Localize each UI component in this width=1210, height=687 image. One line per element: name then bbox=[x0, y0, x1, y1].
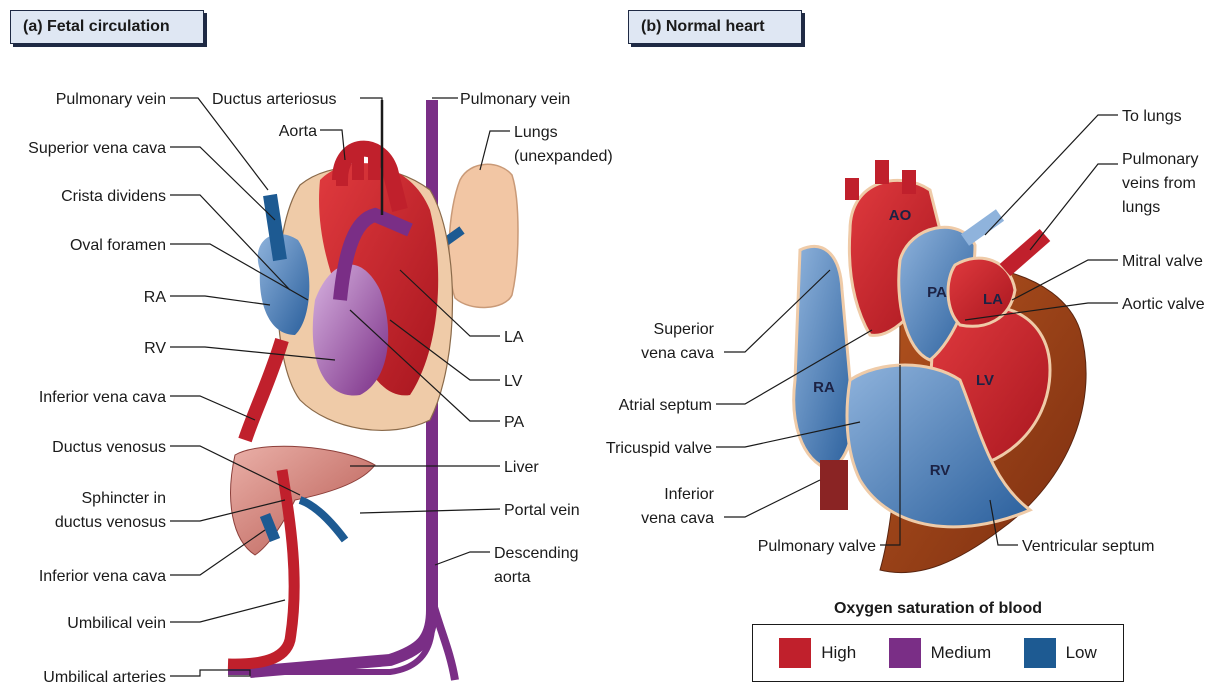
label-sphincter-line2: ductus venosus bbox=[55, 514, 166, 531]
pulmonary-to-lungs-tube bbox=[965, 215, 1000, 240]
label-inferior-vena-cava-upper: Inferior vena cava bbox=[39, 389, 166, 406]
inner-label-ao: AO bbox=[889, 207, 912, 224]
label-pulmonary-vein-left: Pulmonary vein bbox=[56, 91, 166, 108]
inner-label-rv: RV bbox=[930, 462, 951, 479]
legend-swatch-medium bbox=[889, 638, 921, 668]
label-mitral-valve: Mitral valve bbox=[1122, 253, 1203, 270]
label-ra-fetal: RA bbox=[144, 289, 167, 306]
inner-label-pa: PA bbox=[927, 284, 947, 301]
label-svc-line1: Superior bbox=[654, 321, 715, 338]
label-descending-line1: Descending bbox=[494, 545, 579, 562]
superior-vena-cava-vessel bbox=[270, 195, 280, 260]
label-to-lungs: To lungs bbox=[1122, 108, 1182, 125]
inferior-vena-cava-shape bbox=[820, 460, 848, 510]
label-lungs-line1: Lungs bbox=[514, 124, 558, 141]
label-umbilical-vein: Umbilical vein bbox=[67, 615, 166, 632]
inner-label-lv: LV bbox=[976, 372, 994, 389]
label-pa-fetal: PA bbox=[504, 414, 524, 431]
aorta-branch-3 bbox=[368, 150, 380, 180]
label-umbilical-arteries: Umbilical arteries bbox=[43, 669, 166, 686]
descending-aorta-branch bbox=[432, 600, 455, 680]
label-pv-line2: veins from bbox=[1122, 175, 1196, 192]
label-ivc-line2: vena cava bbox=[641, 510, 714, 527]
legend-label-medium: Medium bbox=[931, 643, 991, 663]
fetal-circulation-drawing bbox=[228, 100, 518, 680]
label-liver: Liver bbox=[504, 459, 539, 476]
inner-label-la: LA bbox=[983, 291, 1003, 308]
pulmonary-veins-tube bbox=[1005, 235, 1045, 270]
label-sphincter-line1: Sphincter in bbox=[82, 490, 167, 507]
aorta-branch-a bbox=[845, 178, 859, 200]
legend-label-high: High bbox=[821, 643, 856, 663]
label-atrial-septum: Atrial septum bbox=[619, 397, 712, 414]
legend-item-high: High bbox=[779, 638, 856, 668]
aorta-branch-c bbox=[902, 170, 916, 194]
label-portal-vein: Portal vein bbox=[504, 502, 580, 519]
legend-label-low: Low bbox=[1066, 643, 1097, 663]
aorta-branch-1 bbox=[336, 160, 348, 186]
label-rv-fetal: RV bbox=[144, 340, 166, 357]
label-aorta: Aorta bbox=[279, 123, 317, 140]
label-lv-fetal: LV bbox=[504, 373, 523, 390]
normal-heart-drawing bbox=[794, 160, 1086, 573]
portal-vein-vessel bbox=[300, 500, 345, 540]
label-pv-line1: Pulmonary bbox=[1122, 151, 1198, 168]
label-inferior-vena-cava-lower: Inferior vena cava bbox=[39, 568, 166, 585]
label-svc-line2: vena cava bbox=[641, 345, 714, 362]
aorta-branch-b bbox=[875, 160, 889, 184]
label-descending-line2: aorta bbox=[494, 569, 531, 586]
label-pulmonary-valve: Pulmonary valve bbox=[758, 538, 876, 555]
legend-swatch-low bbox=[1024, 638, 1056, 668]
legend-item-medium: Medium bbox=[889, 638, 991, 668]
legend-item-low: Low bbox=[1024, 638, 1097, 668]
label-la-fetal: LA bbox=[504, 329, 524, 346]
label-crista-dividens: Crista dividens bbox=[61, 188, 166, 205]
label-ductus-arteriosus: Ductus arteriosus bbox=[212, 91, 337, 108]
label-superior-vena-cava: Superior vena cava bbox=[28, 140, 166, 157]
label-aortic-valve: Aortic valve bbox=[1122, 296, 1205, 313]
legend-box: High Medium Low bbox=[752, 624, 1124, 682]
inner-label-ra: RA bbox=[813, 379, 835, 396]
legend-swatch-high bbox=[779, 638, 811, 668]
inferior-vena-cava-vessel bbox=[245, 340, 282, 440]
label-ivc-line1: Inferior bbox=[664, 486, 714, 503]
label-pulmonary-vein-right: Pulmonary vein bbox=[460, 91, 570, 108]
label-pv-line3: lungs bbox=[1122, 199, 1160, 216]
label-ventricular-septum: Ventricular septum bbox=[1022, 538, 1155, 555]
legend-title: Oxygen saturation of blood bbox=[752, 600, 1124, 618]
label-oval-foramen: Oval foramen bbox=[70, 237, 166, 254]
label-ductus-venosus: Ductus venosus bbox=[52, 439, 166, 456]
aorta-branch-2 bbox=[352, 150, 364, 180]
label-tricuspid-valve: Tricuspid valve bbox=[606, 440, 712, 457]
label-lungs-line2: (unexpanded) bbox=[514, 148, 613, 165]
